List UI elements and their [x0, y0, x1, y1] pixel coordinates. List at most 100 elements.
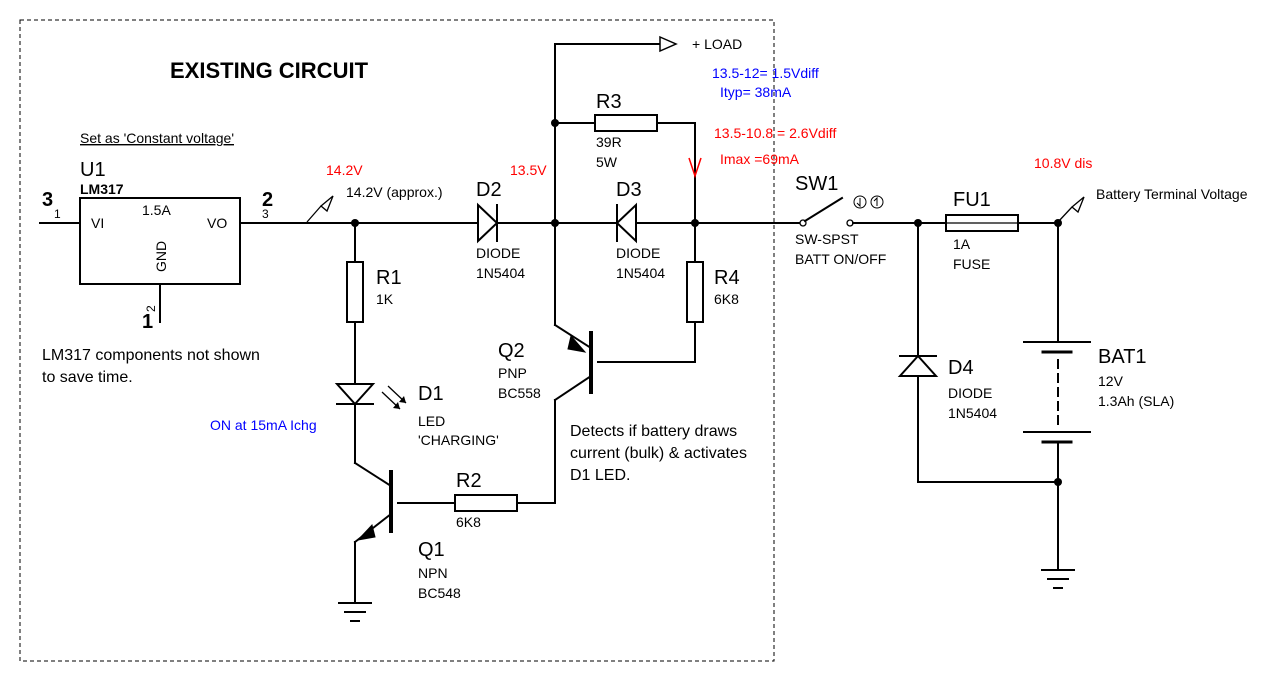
- fu1-value: 1A: [953, 236, 971, 252]
- voltage-drop-mark: [688, 157, 702, 179]
- q2-emitter: [553, 323, 593, 350]
- junction-battery-bottom: [1054, 478, 1062, 486]
- d4-ref: D4: [948, 357, 974, 379]
- resistor-r2: R2 6K8: [397, 470, 556, 530]
- d1-emission-arrow-1: [393, 402, 400, 409]
- u1-pin3-small: 1: [54, 207, 61, 221]
- q1-type: NPN: [418, 565, 448, 581]
- probe-14v2-arrow: [319, 195, 334, 213]
- detect-note-2: current (bulk) & activates: [570, 445, 747, 462]
- r3-body: [594, 114, 658, 132]
- probe-battery-label: Battery Terminal Voltage: [1096, 186, 1248, 202]
- d2-triangle: [477, 202, 499, 244]
- battery-bat1: BAT1 12V 1.3Ah (SLA): [1023, 222, 1174, 589]
- q2-ref: Q2: [498, 340, 525, 362]
- probe-14v2: 14.2V 14.2V (approx.): [306, 162, 443, 223]
- u1-pin2-big: 2: [262, 189, 273, 211]
- d4-type: DIODE: [948, 385, 992, 401]
- r3-value: 39R: [596, 134, 622, 150]
- d2-ref: D2: [476, 179, 502, 201]
- load-arrow-icon: [659, 35, 678, 53]
- u1-part: LM317: [80, 181, 124, 197]
- q1-ref: Q1: [418, 539, 445, 561]
- r1-body: [346, 261, 364, 323]
- sw1-lever: [803, 196, 844, 223]
- u1-omitted-note-1: LM317 components not shown: [42, 347, 260, 364]
- u1-pin1-big: 1: [142, 311, 153, 333]
- r3-ref: R3: [596, 91, 622, 113]
- sw1-label: BATT ON/OFF: [795, 251, 886, 267]
- detect-note-1: Detects if battery draws: [570, 423, 737, 440]
- r2-ref: R2: [456, 470, 482, 492]
- junction-battery-top: [1054, 219, 1062, 227]
- fuse-fu1: FU1 1A FUSE: [945, 189, 1059, 272]
- probe-battery-arrow: [1070, 196, 1085, 214]
- d1-type: LED: [418, 413, 445, 429]
- u1-note: Set as 'Constant voltage': [80, 130, 234, 146]
- r2-body: [454, 494, 518, 512]
- transistor-q2: Q2 PNP BC558: [498, 323, 593, 504]
- r4-body: [686, 261, 704, 323]
- d3-triangle: [615, 202, 637, 244]
- u1-regulator: Set as 'Constant voltage' U1 LM317 1.5A …: [39, 130, 356, 386]
- r4-ref: R4: [714, 267, 740, 289]
- calc-max-line-1: 13.5-10.8 = 2.6Vdiff: [714, 125, 836, 141]
- existing-circuit-frame: [19, 19, 775, 662]
- bat1-ref: BAT1: [1098, 346, 1147, 368]
- q2-emitter-arrow: [567, 334, 587, 353]
- d1-note: ON at 15mA Ichg: [210, 417, 317, 433]
- probe-14v2-label: 14.2V (approx.): [346, 184, 443, 200]
- q2-part: BC558: [498, 385, 541, 401]
- frame-title: EXISTING CIRCUIT: [170, 58, 369, 83]
- q1-part: BC548: [418, 585, 461, 601]
- q2-collector: [553, 374, 593, 402]
- sw1-down-arrow-icon: [856, 198, 861, 208]
- calc-typ-line-1: 13.5-12= 1.5Vdiff: [712, 65, 819, 81]
- load-label: + LOAD: [692, 36, 742, 52]
- u1-pin2-small: 3: [262, 207, 269, 221]
- calc-max-line-2: Imax =69mA: [720, 151, 800, 167]
- probe-14v2-stem: [306, 205, 322, 223]
- probe-14v2-value: 14.2V: [326, 162, 363, 178]
- d1-ref: D1: [418, 383, 444, 405]
- sw1-type: SW-SPST: [795, 231, 859, 247]
- d1-triangle: [334, 383, 376, 406]
- detect-note-3: D1 LED.: [570, 467, 630, 484]
- led-d1: D1 LED 'CHARGING' ON at 15mA Ichg: [210, 383, 499, 464]
- r4-value: 6K8: [714, 291, 739, 307]
- bat1-capacity: 1.3Ah (SLA): [1098, 393, 1174, 409]
- u1-pin-vo: VO: [207, 215, 227, 231]
- u1-omitted-note-2: to save time.: [42, 369, 133, 386]
- probe-battery-value: 10.8V dis: [1034, 155, 1092, 171]
- u1-pin-gnd: GND: [153, 241, 169, 272]
- d4-triangle: [897, 354, 939, 377]
- bat1-voltage: 12V: [1098, 373, 1124, 389]
- d1-emission-arrow-2: [399, 396, 406, 403]
- fu1-ref: FU1: [953, 189, 991, 211]
- r1-ref: R1: [376, 267, 402, 289]
- d1-label: 'CHARGING': [418, 432, 499, 448]
- u1-pin-vi: VI: [91, 215, 104, 231]
- fu1-type: FUSE: [953, 256, 990, 272]
- node-13v5-label: 13.5V: [510, 162, 547, 178]
- q1-collector: [353, 461, 393, 488]
- r2-value: 6K8: [456, 514, 481, 530]
- d3-part: 1N5404: [616, 265, 665, 281]
- d2-part: 1N5404: [476, 265, 525, 281]
- resistor-r1: R1 1K: [346, 222, 402, 385]
- diode-d3: D3 DIODE 1N5404: [554, 179, 801, 281]
- q2-type: PNP: [498, 365, 527, 381]
- switch-sw1: SW1 SW-SPST BATT ON/OFF: [795, 173, 1016, 267]
- resistor-r4: R4 6K8: [597, 222, 740, 363]
- u1-rating: 1.5A: [142, 202, 171, 218]
- d3-type: DIODE: [616, 245, 660, 261]
- probe-battery: 10.8V dis Battery Terminal Voltage: [1034, 155, 1248, 223]
- diode-d2: D2 DIODE 1N5404: [476, 179, 556, 281]
- diode-d4: D4 DIODE 1N5404: [897, 222, 1059, 483]
- q1-emitter-arrow: [356, 523, 376, 541]
- u1-pin3-big: 3: [42, 189, 53, 211]
- transistor-q1: Q1 NPN BC548: [338, 461, 461, 622]
- d4-part: 1N5404: [948, 405, 997, 421]
- probe-battery-stem: [1057, 206, 1073, 223]
